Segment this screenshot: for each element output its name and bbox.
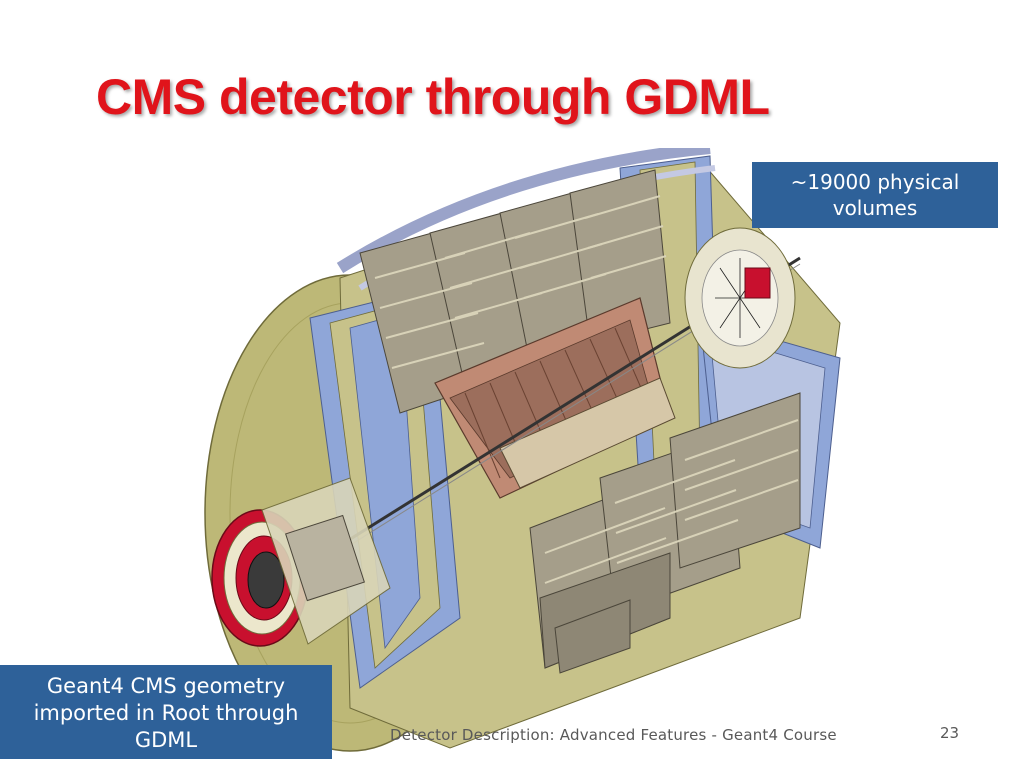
slide-title: CMS detector through GDML bbox=[96, 69, 770, 125]
cms-detector-image bbox=[204, 148, 841, 752]
geometry-import-callout: Geant4 CMS geometry imported in Root thr… bbox=[0, 665, 332, 759]
callout-line: volumes bbox=[832, 196, 918, 220]
physical-volumes-callout: ~19000 physical volumes bbox=[752, 162, 998, 228]
slide-footer: Detector Description: Advanced Features … bbox=[390, 726, 837, 744]
callout-line: ~19000 physical bbox=[790, 170, 960, 194]
callout-line: Geant4 CMS geometry bbox=[46, 674, 286, 698]
callout-line: imported in Root through bbox=[33, 701, 299, 725]
page-number: 23 bbox=[940, 724, 960, 742]
callout-line: GDML bbox=[134, 728, 198, 752]
